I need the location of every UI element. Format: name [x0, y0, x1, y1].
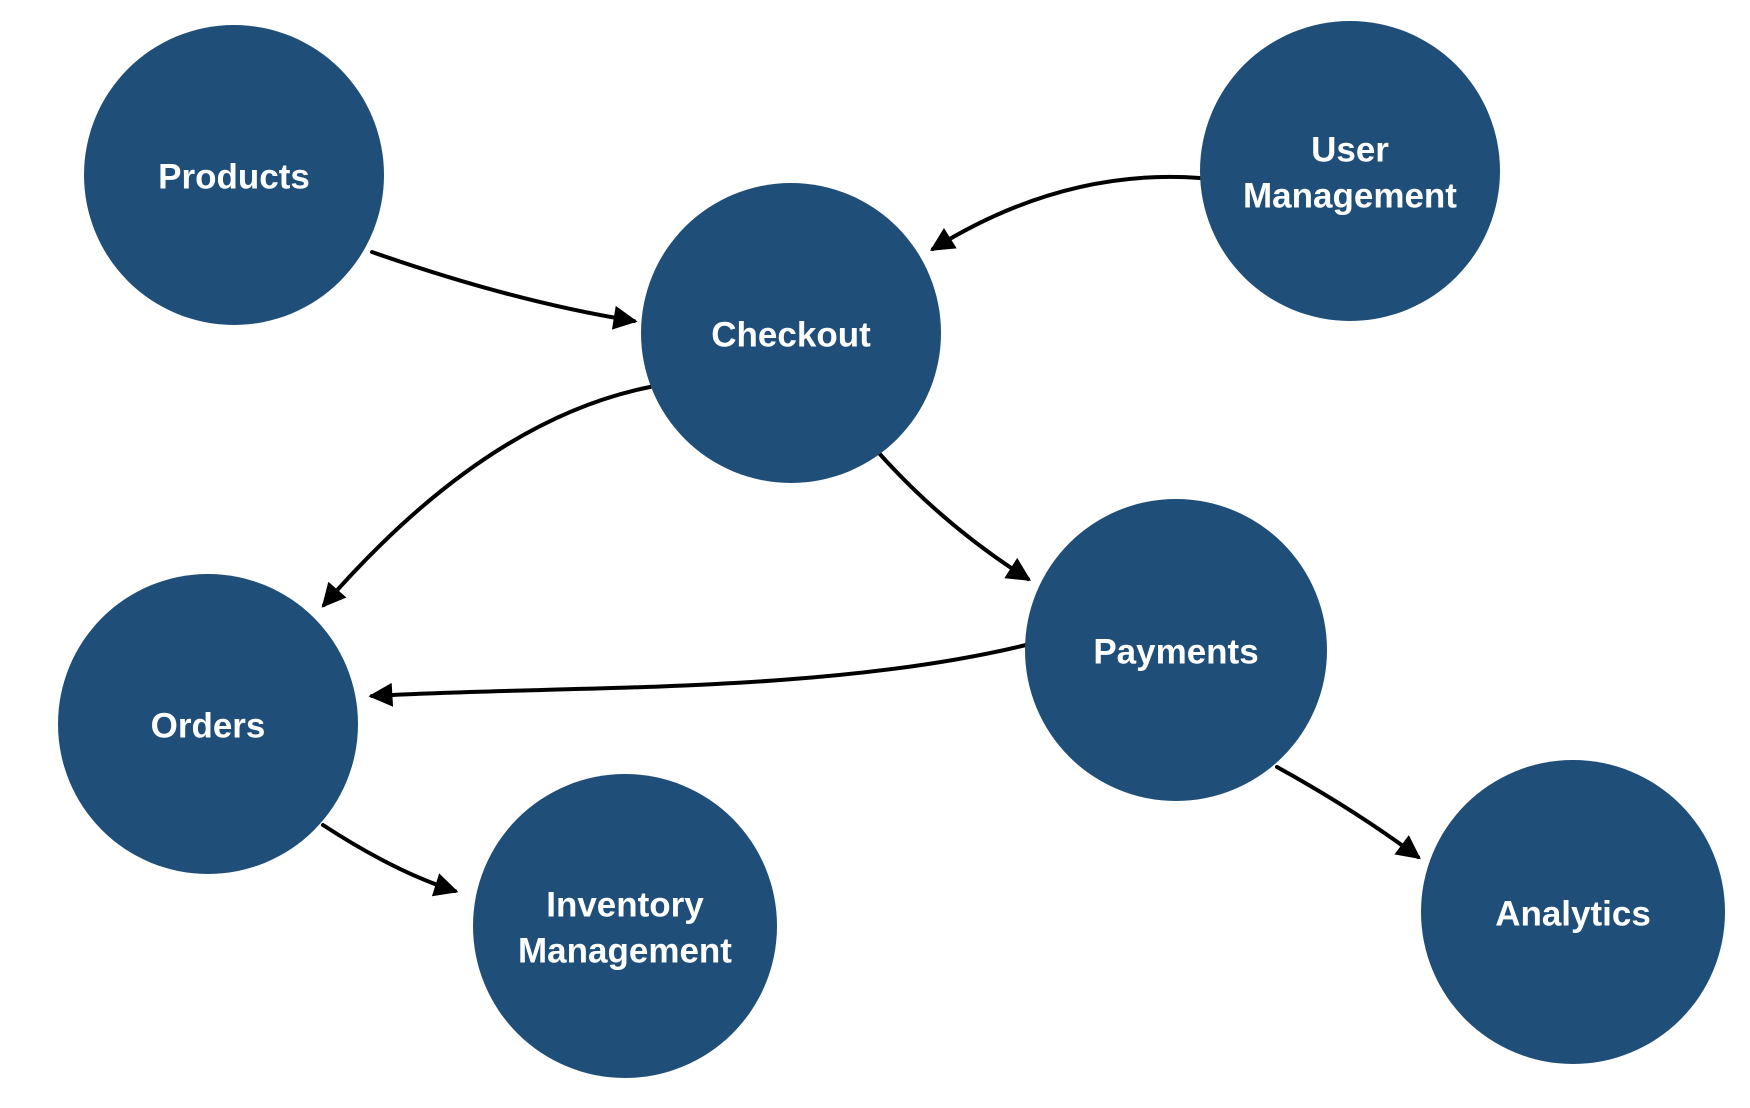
checkout-circle[interactable]	[641, 183, 941, 483]
inventory-management-circle[interactable]	[473, 774, 777, 1078]
payments-circle[interactable]	[1025, 499, 1327, 801]
node-products[interactable]: Products	[84, 25, 384, 325]
payments-label: Payments	[1093, 633, 1258, 672]
products-label: Products	[158, 158, 310, 197]
node-orders[interactable]: Orders	[58, 574, 358, 874]
edge-user-management-to-checkout	[929, 174, 1202, 251]
checkout-label: Checkout	[711, 316, 871, 355]
edge-payments-to-orders	[368, 643, 1028, 707]
edge-checkout-to-orders	[321, 385, 652, 608]
edge-payments-to-analytics	[1275, 765, 1421, 860]
analytics-circle[interactable]	[1421, 760, 1725, 1064]
edge-checkout-to-payments	[876, 450, 1032, 581]
edge-orders-to-inventory-management	[321, 823, 459, 897]
node-payments[interactable]: Payments	[1025, 499, 1327, 801]
orders-label: Orders	[151, 707, 266, 746]
orders-circle[interactable]	[58, 574, 358, 874]
products-circle[interactable]	[84, 25, 384, 325]
node-checkout[interactable]: Checkout	[641, 183, 941, 483]
analytics-label: Analytics	[1495, 895, 1651, 934]
edge-products-to-checkout	[370, 250, 638, 330]
node-analytics[interactable]: Analytics	[1421, 760, 1725, 1064]
edges-layer	[321, 174, 1421, 897]
user-management-circle[interactable]	[1200, 21, 1500, 321]
